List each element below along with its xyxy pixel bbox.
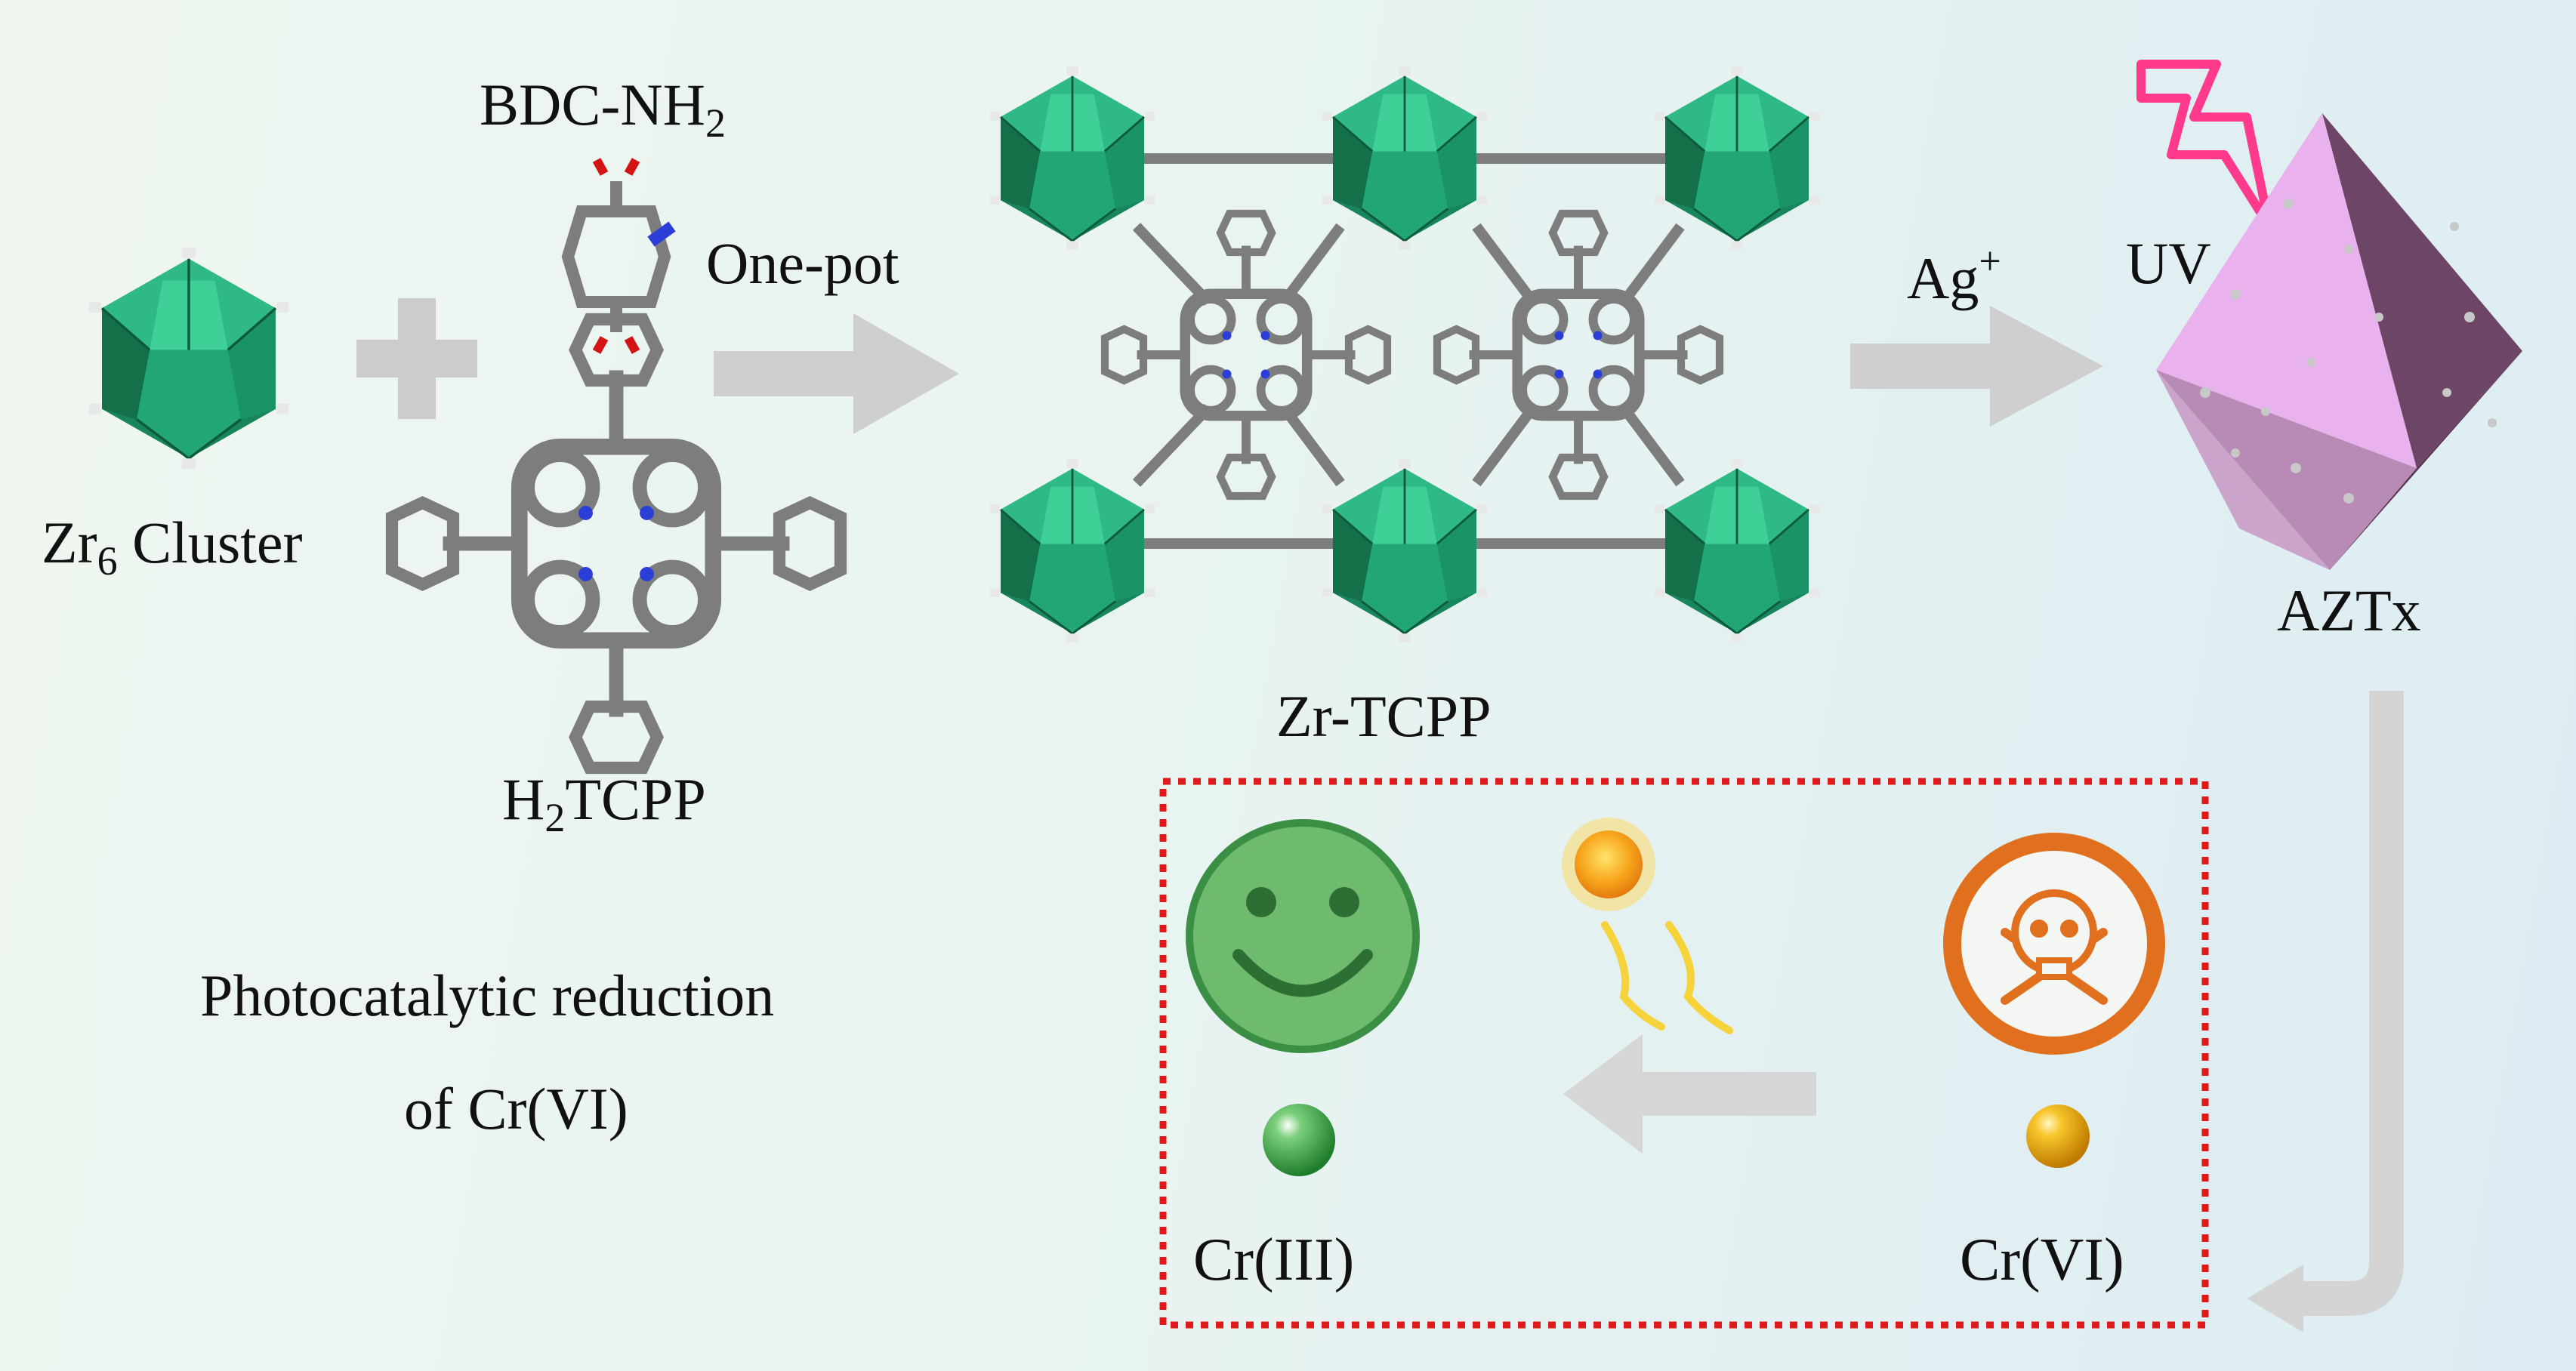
plus-icon — [356, 298, 477, 419]
cr3-label: Cr(III) — [1193, 1227, 1354, 1293]
one-pot-arrow — [714, 313, 959, 434]
uv-label: UV — [2126, 230, 2211, 296]
photocatalytic-label-line2: of Cr(VI) — [404, 1076, 628, 1141]
cr6-sphere-icon — [2026, 1105, 2090, 1168]
cr3-sphere-icon — [1263, 1104, 1335, 1176]
smiley-icon — [1186, 819, 1420, 1053]
photocatalytic-label: Photocatalytic reduction — [200, 963, 774, 1028]
zr6-cluster-icon — [88, 246, 290, 470]
one-pot-label: One-pot — [706, 230, 899, 296]
zr6-cluster-label: Zr6 Cluster — [42, 510, 302, 584]
sun-icon — [1562, 818, 1655, 911]
octahedron-icon — [2156, 113, 2522, 570]
zr-tcpp-label: Zr-TCPP — [1276, 683, 1491, 749]
zr-tcpp-framework-icon — [989, 65, 1821, 644]
aztx-label: AZTx — [2277, 578, 2421, 643]
lightning-icon — [2136, 60, 2274, 231]
cr6-label: Cr(VI) — [1960, 1227, 2124, 1293]
light-rays — [1601, 921, 1733, 1034]
h2tcpp-label: H2TCPP — [502, 766, 706, 840]
bdc-nh2-label: BDC-NH2 — [480, 72, 726, 146]
reduction-arrow — [1563, 1034, 1816, 1154]
ag-arrow — [1850, 306, 2103, 427]
ag-label: Ag+ — [1907, 240, 2001, 311]
skull-icon — [1943, 833, 2165, 1055]
downward-arrow — [2247, 691, 2404, 1332]
reaction-box — [1159, 778, 2209, 1329]
